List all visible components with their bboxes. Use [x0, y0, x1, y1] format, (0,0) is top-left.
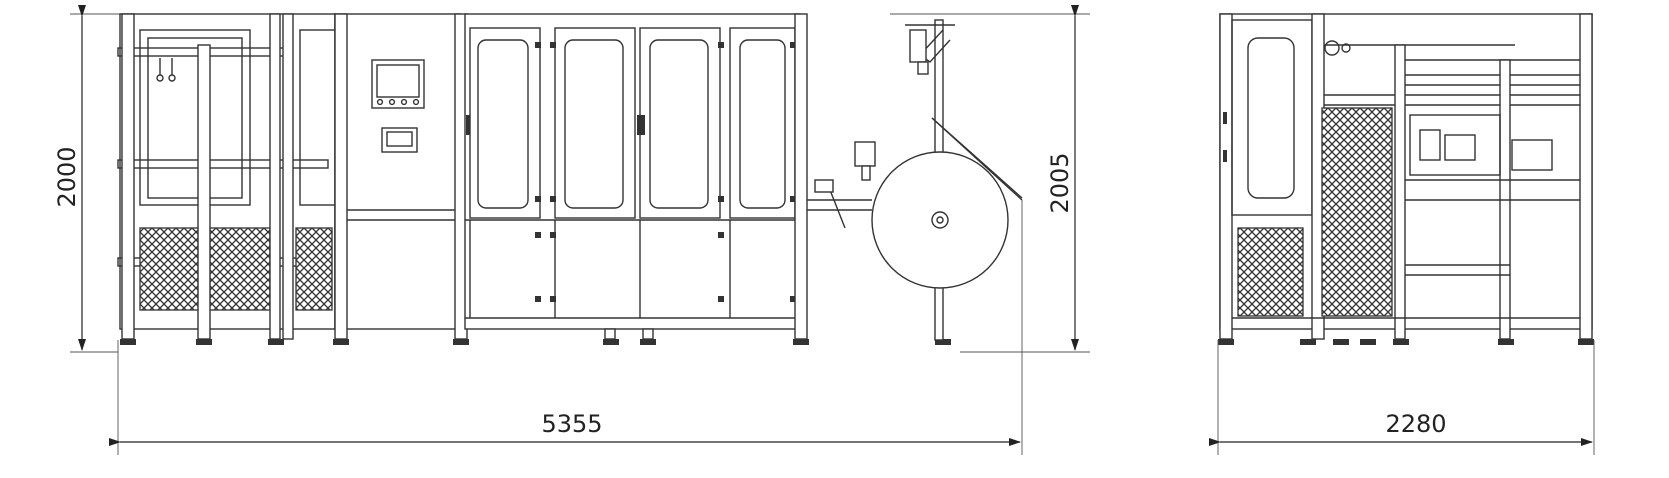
dimension-label-2280: 2280: [1385, 410, 1446, 438]
side-view: 2000 2005 5355: [53, 5, 1090, 455]
leveling-feet: [120, 328, 951, 345]
dimension-label-5355: 5355: [541, 410, 602, 438]
infeed-frame: [117, 13, 341, 340]
dimension-height-left: 2000: [53, 5, 86, 351]
control-cabinet: [334, 13, 468, 340]
end-view: 2280: [1209, 13, 1595, 455]
dimension-label-2000: 2000: [53, 146, 81, 207]
dimension-width: 2280: [1209, 340, 1595, 455]
main-enclosure: [464, 13, 808, 340]
dimension-height-right: 2005: [1046, 5, 1079, 351]
film-roll-unwinder: [807, 19, 1023, 341]
dimension-label-2005: 2005: [1046, 152, 1074, 213]
dimension-length: 5355: [109, 200, 1023, 455]
